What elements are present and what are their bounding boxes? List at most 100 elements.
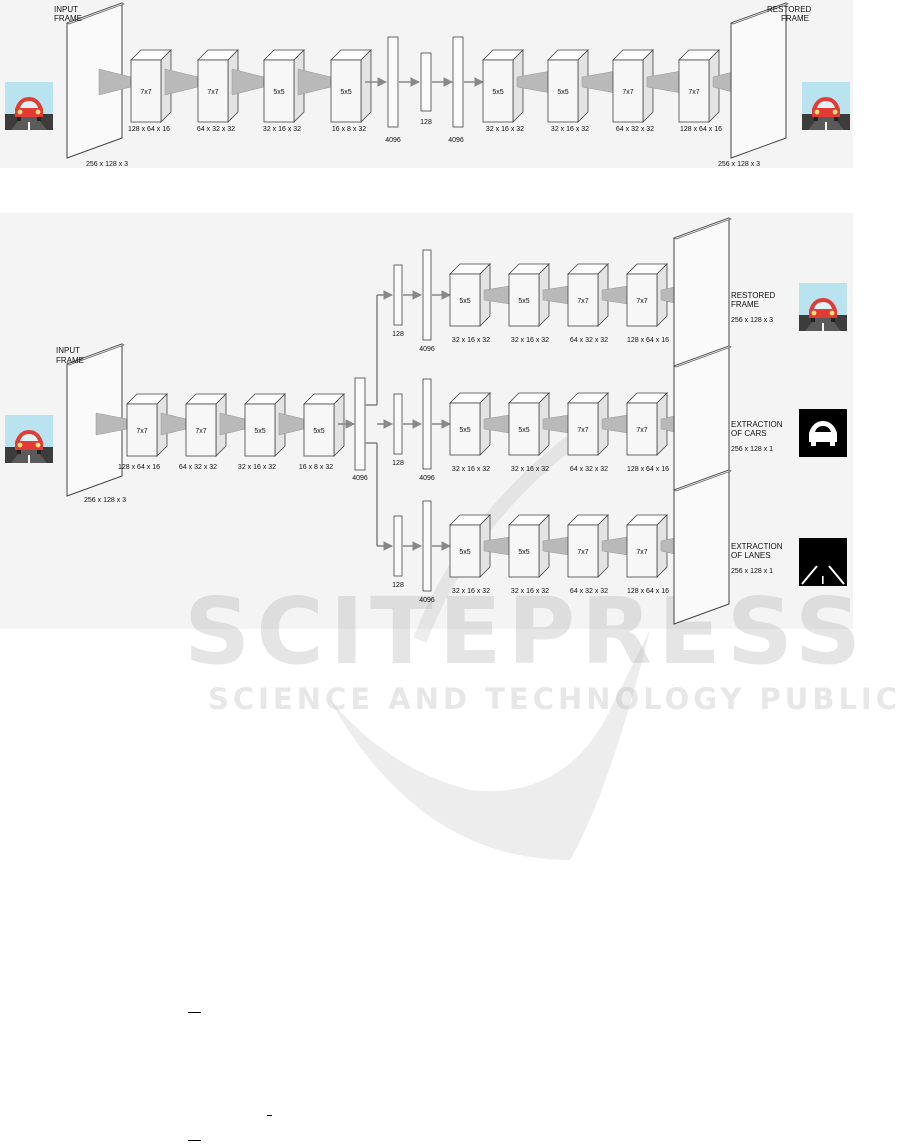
output-title: OF CARS — [731, 429, 767, 438]
lane-mark — [822, 576, 824, 584]
kernel-label: 7x7 — [636, 549, 647, 556]
kernel-label: 5x5 — [459, 298, 470, 305]
layer-dim: 64 x 32 x 32 — [570, 588, 608, 595]
kernel-label: 7x7 — [136, 428, 147, 435]
layer-dim: 128 x 64 x 16 — [680, 126, 722, 133]
headlight — [35, 442, 41, 448]
shared-dense-layer — [354, 377, 366, 471]
wheel — [814, 117, 818, 121]
output-frame-plane-edge — [730, 2, 789, 25]
output-dim: 256 x 128 x 1 — [731, 446, 773, 453]
headlight — [17, 109, 23, 115]
layer-dim: 4096 — [448, 137, 464, 144]
text-rule — [188, 1140, 201, 1141]
layer-dim: 16 x 8 x 32 — [332, 126, 366, 133]
input-title: INPUT — [56, 346, 80, 355]
encoder-block: 5x5 — [330, 49, 372, 123]
wheel — [17, 450, 21, 454]
decoder-block-front — [626, 524, 658, 578]
decoder-block: 7x7 — [678, 49, 720, 123]
layer-dim: 32 x 16 x 32 — [263, 126, 301, 133]
decoder-block: 7x7 — [612, 49, 654, 123]
kernel-label: 5x5 — [254, 428, 265, 435]
layer-dim: 4096 — [419, 475, 435, 482]
kernel-label: 5x5 — [340, 89, 351, 96]
decoder-block-front — [567, 273, 599, 327]
wheel — [830, 441, 835, 446]
encoder-block-front — [263, 59, 295, 123]
layer-dim: 64 x 32 x 32 — [616, 126, 654, 133]
encoder-block-front — [244, 403, 276, 457]
wheel — [834, 117, 838, 121]
input-frame-plane-edge — [66, 343, 125, 366]
dense-layer — [393, 264, 403, 326]
kernel-label: 7x7 — [688, 89, 699, 96]
decoder-block: 5x5 — [508, 514, 550, 578]
car-window — [814, 302, 832, 309]
layer-dim: 128 x 64 x 16 — [627, 588, 669, 595]
decoder-block: 5x5 — [449, 392, 491, 456]
layer-dim: 128 — [420, 119, 432, 126]
output-title: RESTORED — [731, 291, 776, 300]
decoder-block-front — [567, 524, 599, 578]
car-mask-icon — [799, 409, 847, 457]
decoder-block: 5x5 — [508, 392, 550, 456]
input-dim: 256 x 128 x 3 — [86, 161, 128, 168]
decoder-block-front — [449, 402, 481, 456]
kernel-label: 5x5 — [459, 549, 470, 556]
layer-dim: 64 x 32 x 32 — [197, 126, 235, 133]
encoder-block-front — [330, 59, 362, 123]
kernel-label: 5x5 — [492, 89, 503, 96]
layer-dim: 64 x 32 x 32 — [179, 464, 217, 471]
output-title: EXTRACTION — [731, 542, 783, 551]
output-title: OF LANES — [731, 551, 771, 560]
encoder-block-side — [360, 49, 372, 123]
decoder-block-front — [547, 59, 579, 123]
text-rule — [188, 1012, 201, 1013]
layer-dim: 32 x 16 x 32 — [238, 464, 276, 471]
kernel-label: 7x7 — [140, 89, 151, 96]
lane-line — [801, 565, 818, 585]
decoder-block-front — [449, 273, 481, 327]
dense-layer — [452, 36, 464, 128]
watermark-swoosh — [330, 630, 650, 860]
lane-mask-icon — [799, 538, 847, 586]
kernel-label: 7x7 — [195, 428, 206, 435]
car-window — [817, 101, 835, 108]
layer-dim: 32 x 16 x 32 — [452, 337, 490, 344]
dense-layer — [422, 500, 432, 592]
wheel — [811, 441, 816, 446]
dense-layer — [393, 393, 403, 455]
kernel-label: 7x7 — [577, 549, 588, 556]
connector — [231, 68, 265, 96]
output-frame-plane-edge — [673, 345, 732, 368]
kernel-label: 5x5 — [518, 427, 529, 434]
text-rule — [267, 1115, 272, 1116]
headlight — [832, 109, 838, 115]
restored-frame-icon — [799, 283, 847, 331]
decoder-block-front — [482, 59, 514, 123]
layer-dim: 4096 — [352, 475, 368, 482]
lane-line — [828, 565, 845, 585]
decoder-block-front — [508, 524, 540, 578]
dense-layer — [387, 36, 399, 128]
kernel-label: 7x7 — [636, 298, 647, 305]
kernel-label: 7x7 — [622, 89, 633, 96]
layer-dim: 32 x 16 x 32 — [486, 126, 524, 133]
wheel — [37, 117, 41, 121]
output-frame-plane — [730, 2, 787, 159]
input-title: FRAME — [54, 14, 82, 23]
input-image-icon — [5, 82, 53, 130]
connector — [297, 68, 332, 96]
watermark-tagline: SCIENCE AND TECHNOLOGY PUBLICATIONS — [208, 682, 901, 716]
wheel — [811, 318, 815, 322]
lane-mark — [28, 455, 30, 463]
wheel — [37, 450, 41, 454]
decoder-block: 5x5 — [449, 514, 491, 578]
decoder-block-front — [678, 59, 710, 123]
decoder-block-front — [626, 402, 658, 456]
input-dim: 256 x 128 x 3 — [84, 497, 126, 504]
output-frame-plane-edge — [673, 469, 732, 492]
layer-dim: 32 x 16 x 32 — [551, 126, 589, 133]
connector — [98, 68, 132, 96]
